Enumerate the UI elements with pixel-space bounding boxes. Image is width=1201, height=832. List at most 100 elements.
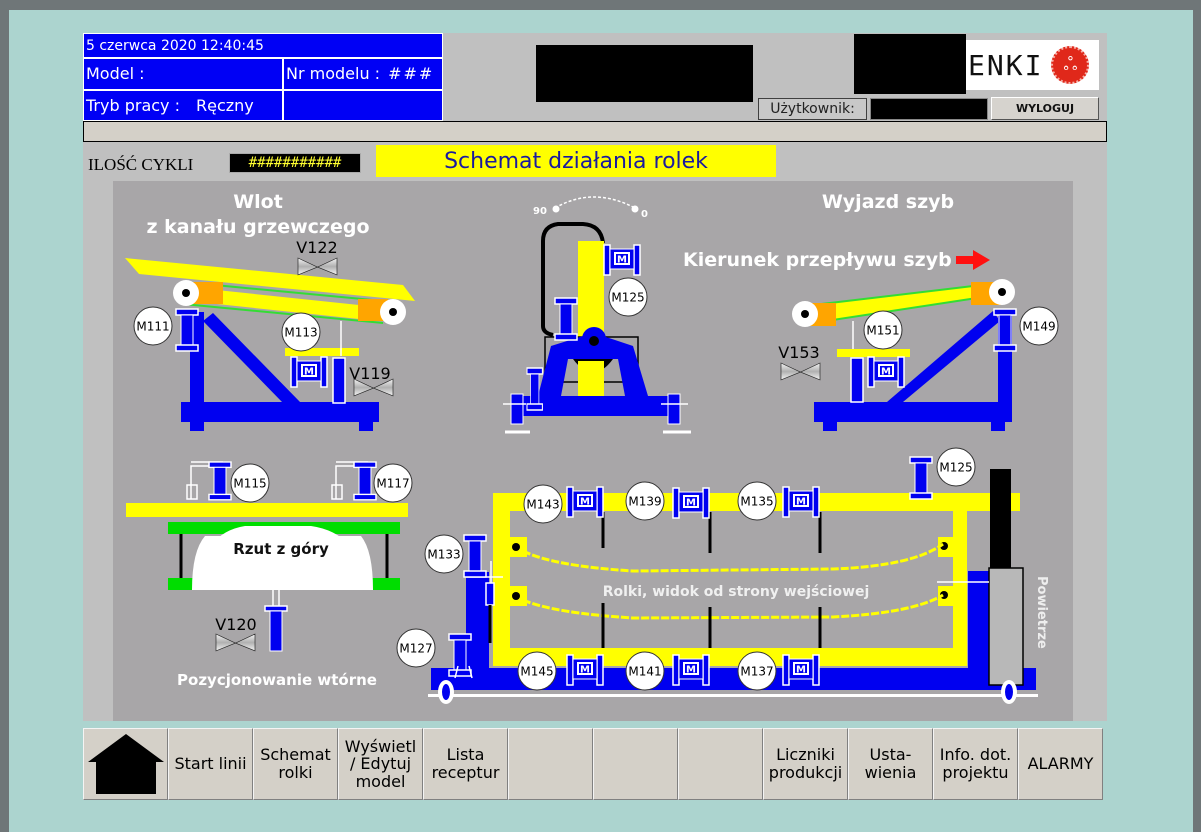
outlet-conveyor: M <box>792 279 1017 431</box>
cycles-label: ILOŚĆ CYKLI <box>88 155 194 174</box>
empty-button[interactable] <box>508 728 593 800</box>
motor-circle <box>737 481 777 521</box>
top-view-label: Rzut z góry <box>233 540 329 558</box>
valve-v120-label: V120 <box>215 615 256 634</box>
bottom-navigation: Start linii Schemat rolki Wyświetl / Edy… <box>83 728 1105 800</box>
motor-glyph-icon: M <box>580 665 590 676</box>
motor-circle <box>523 484 563 524</box>
motor-label: M111 <box>136 320 169 334</box>
settings-button[interactable]: Usta- wienia <box>848 728 933 800</box>
motor-circle <box>133 306 173 346</box>
motor-label: M141 <box>628 665 661 679</box>
motor-badge-m145[interactable]: M145 <box>517 651 557 691</box>
motor-badge-m133[interactable]: M133 <box>424 534 464 574</box>
motor-badge-m135[interactable]: M135 <box>737 481 777 521</box>
motor-circle <box>863 310 903 350</box>
motor-label: M151 <box>866 324 899 338</box>
model-number-value: ### <box>388 64 435 83</box>
production-counters-button[interactable]: Liczniki produkcji <box>763 728 848 800</box>
motor-circle <box>1019 306 1059 346</box>
mode-label: Tryb pracy : <box>86 95 180 115</box>
model-number-label: Nr modelu : <box>286 64 381 83</box>
motor-circle <box>281 312 321 352</box>
mode-value: Ręczny <box>196 95 254 115</box>
motor-glyph-icon: M <box>686 665 696 676</box>
mode-extra-field <box>283 90 443 121</box>
logo-seal-icon: ஃ <box>1051 46 1090 84</box>
rollers-view-label: Rolki, widok od strony wejściowej <box>603 584 870 600</box>
outlet-title: Wyjazd szyb <box>822 191 954 213</box>
motor-label: M125 <box>939 461 972 475</box>
motor-glyph-icon: M <box>796 497 806 508</box>
motor-badge-m125[interactable]: M125 <box>608 277 648 317</box>
start-line-button[interactable]: Start linii <box>168 728 253 800</box>
cycles-value: ########### <box>229 153 361 173</box>
top-view: Rzut z góry <box>126 461 408 652</box>
flow-arrow-icon <box>956 250 990 270</box>
valve-v119-label: V119 <box>349 364 390 383</box>
motor-circle <box>608 277 648 317</box>
motor-badge-m151[interactable]: M151 <box>863 310 903 350</box>
motor-label: M139 <box>628 495 661 509</box>
project-info-button[interactable]: Info. dot. projektu <box>933 728 1018 800</box>
motor-badge-m115[interactable]: M115 <box>230 463 270 503</box>
edit-model-button[interactable]: Wyświetl / Edytuj model <box>338 728 423 800</box>
motor-glyph-icon: M <box>686 498 696 509</box>
motor-badge-m111[interactable]: M111 <box>133 306 173 346</box>
motor-label: M145 <box>520 665 553 679</box>
motor-badge-m137[interactable]: M137 <box>737 651 777 691</box>
inlet-subtitle: z kanału grzewczego <box>147 216 370 238</box>
motor-circle <box>737 651 777 691</box>
motor-circle <box>396 628 436 668</box>
motor-glyph-icon: M <box>617 255 627 266</box>
model-field: Model : <box>83 58 283 90</box>
motor-label: M133 <box>427 548 460 562</box>
redacted-box <box>854 34 966 94</box>
motor-badge-m149[interactable]: M149 <box>1019 306 1059 346</box>
air-label: Powietrze <box>1034 576 1049 649</box>
home-button[interactable] <box>83 728 168 800</box>
motor-label: M117 <box>376 477 409 491</box>
motor-badge-m125[interactable]: M125 <box>936 447 976 487</box>
motor-label: M135 <box>740 495 773 509</box>
motor-label: M137 <box>740 665 773 679</box>
motor-circle <box>625 481 665 521</box>
roller-schema-button[interactable]: Schemat rolki <box>253 728 338 800</box>
empty-button[interactable] <box>678 728 763 800</box>
flow-direction-label: Kierunek przepływu szyb <box>683 249 952 271</box>
user-label: Użytkownik: <box>758 98 867 120</box>
secondary-positioning-label: Pozycjonowanie wtórne <box>177 671 377 689</box>
company-logo: ENKI ஃ <box>966 40 1099 90</box>
angle-90-label: 90 <box>533 206 547 217</box>
motor-badge-m117[interactable]: M117 <box>373 463 413 503</box>
user-field <box>870 98 988 120</box>
model-number-field: Nr modelu : ### <box>283 58 443 90</box>
motor-badge-m141[interactable]: M141 <box>625 651 665 691</box>
home-icon <box>87 734 164 794</box>
inlet-conveyor: M <box>125 258 415 431</box>
roller-frame: Powietrze M M M M M M <box>428 456 1049 704</box>
motor-badge-m139[interactable]: M139 <box>625 481 665 521</box>
motor-glyph-icon: M <box>796 665 806 676</box>
recipes-list-button[interactable]: Lista receptur <box>423 728 508 800</box>
motor-badge-m127[interactable]: M127 <box>396 628 436 668</box>
empty-button[interactable] <box>593 728 678 800</box>
angle-0-label: 0 <box>641 209 648 220</box>
motor-label: M127 <box>399 642 432 656</box>
motor-circle <box>373 463 413 503</box>
page-title: Schemat działania rolek <box>376 145 776 177</box>
motor-circle <box>424 534 464 574</box>
motor-circle <box>230 463 270 503</box>
redacted-box <box>536 45 753 102</box>
logout-button[interactable]: WYLOGUJ <box>991 97 1099 120</box>
mode-field: Tryb pracy : Ręczny <box>83 90 283 121</box>
motor-circle <box>517 651 557 691</box>
motor-circle <box>625 651 665 691</box>
motor-glyph-icon: M <box>881 367 891 378</box>
motor-glyph-icon: M <box>304 367 314 378</box>
valve-v122-label: V122 <box>296 238 337 257</box>
motor-badge-m143[interactable]: M143 <box>523 484 563 524</box>
alarms-button[interactable]: ALARMY <box>1018 728 1103 800</box>
motor-badge-m113[interactable]: M113 <box>281 312 321 352</box>
